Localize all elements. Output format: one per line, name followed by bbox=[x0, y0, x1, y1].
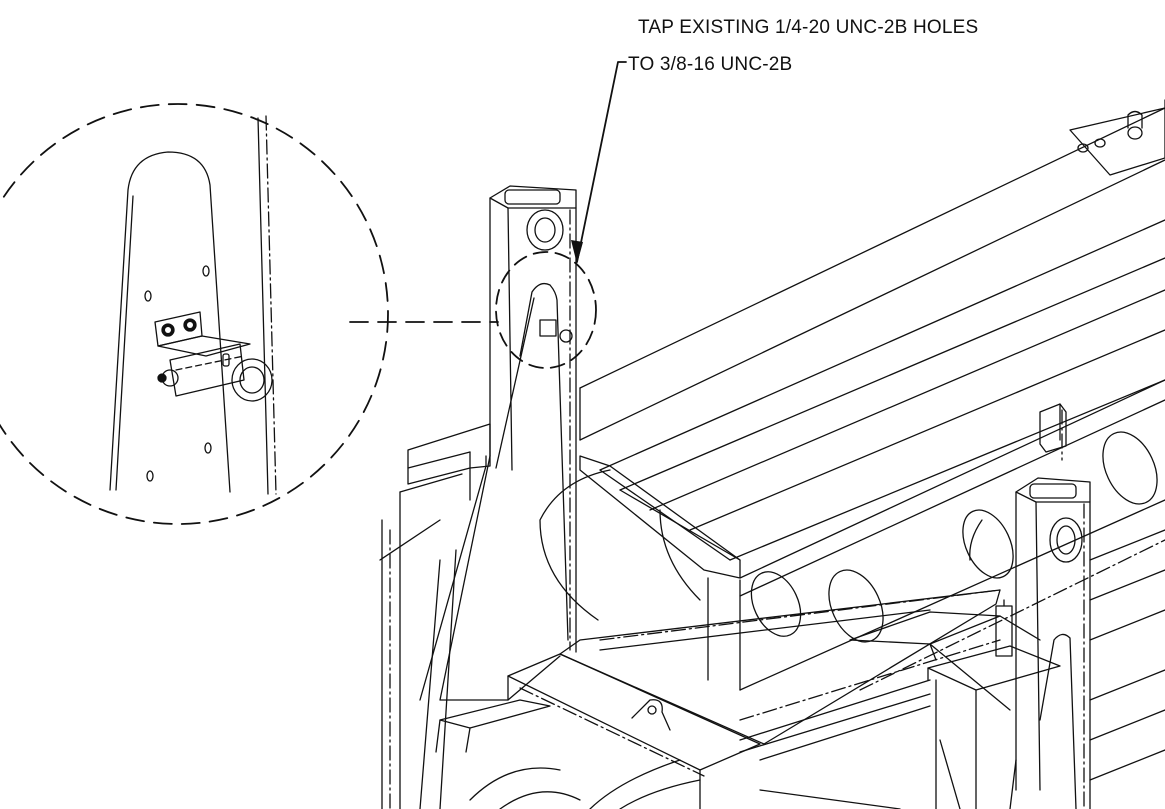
platform-deck bbox=[580, 100, 1165, 690]
detail-view bbox=[0, 104, 498, 524]
right-post bbox=[996, 478, 1090, 809]
roller-cylinder bbox=[470, 470, 700, 809]
centerlines bbox=[600, 410, 1165, 720]
sensor-bracket-icon bbox=[155, 312, 272, 401]
annotation-line-1: TAP EXISTING 1/4-20 UNC-2B HOLES bbox=[638, 17, 979, 38]
side-panel bbox=[740, 380, 1165, 690]
left-post bbox=[420, 186, 576, 752]
leader-arrow-icon bbox=[571, 62, 626, 264]
left-frame bbox=[380, 424, 490, 809]
base-frame bbox=[508, 530, 1165, 809]
annotation-line-2: TO 3/8-16 UNC-2B bbox=[628, 54, 793, 75]
callout-circle bbox=[496, 252, 596, 368]
